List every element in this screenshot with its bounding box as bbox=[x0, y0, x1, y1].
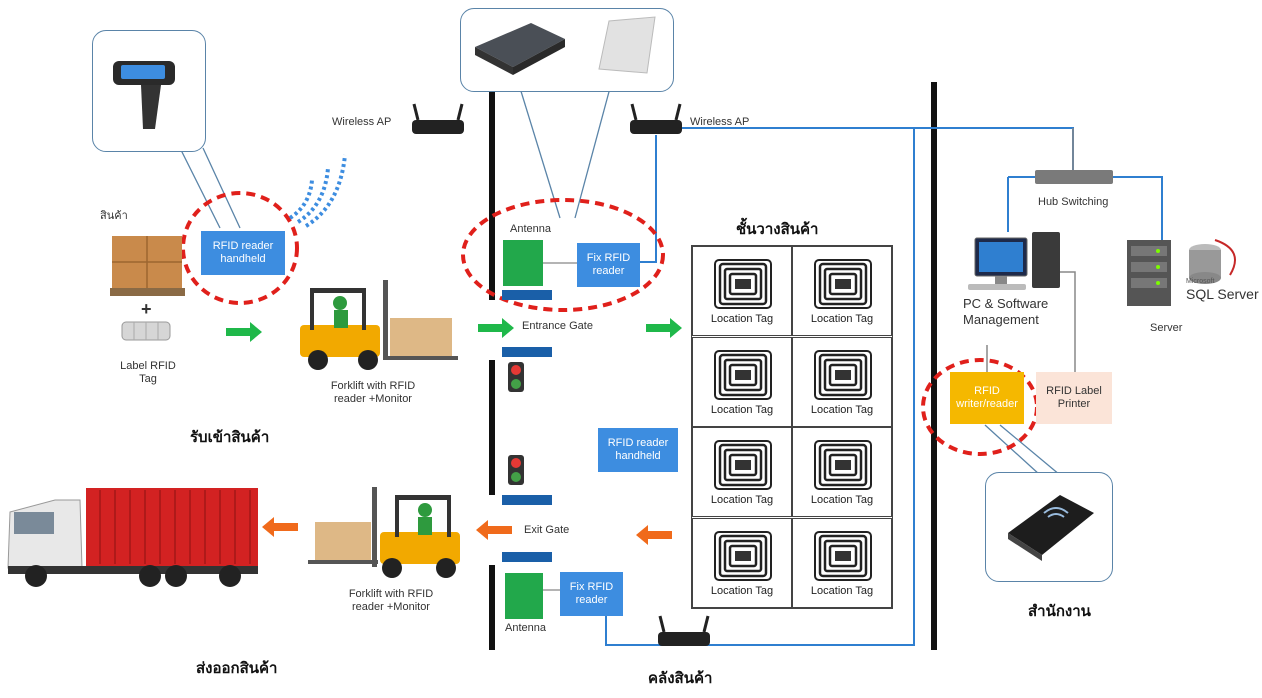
server-icon bbox=[1127, 240, 1171, 306]
rfid-tag-icon bbox=[814, 440, 872, 490]
rfid-tag-icon bbox=[714, 349, 772, 400]
wireless-ap-label-1: Wireless AP bbox=[332, 116, 392, 128]
location-tag-cell: Location Tag bbox=[792, 517, 892, 608]
wireless-ap-label-2: Wireless AP bbox=[690, 116, 750, 128]
fix-rfid-reader-bottom: Fix RFID reader bbox=[560, 572, 623, 616]
location-tag-cell: Location Tag bbox=[692, 246, 792, 336]
handheld-reader-icon bbox=[113, 61, 175, 129]
gate-bar-1 bbox=[502, 290, 552, 300]
hub-switch-icon bbox=[1035, 170, 1113, 184]
location-tag-cell: Location Tag bbox=[692, 336, 792, 427]
network-cable-loop bbox=[605, 127, 915, 646]
location-tag-label: Location Tag bbox=[710, 313, 774, 325]
rfid-handheld-box-1: RFID reader handheld bbox=[201, 231, 285, 275]
antenna-bottom-label: Antenna bbox=[505, 622, 546, 634]
highlight-handheld bbox=[181, 191, 299, 305]
label-rfid-tag: Label RFID Tag bbox=[120, 360, 176, 385]
gate-bar-2 bbox=[502, 347, 552, 357]
arrow-right-icon bbox=[226, 318, 682, 342]
truck-icon bbox=[7, 488, 258, 587]
server-label: Server bbox=[1150, 322, 1183, 334]
location-tag-label: Location Tag bbox=[710, 403, 774, 416]
office-title: สำนักงาน bbox=[1028, 602, 1091, 620]
forklift-out-icon bbox=[308, 487, 460, 578]
product-label: สินค้า bbox=[100, 209, 128, 222]
antenna-top bbox=[503, 240, 543, 286]
wireless-waves-icon bbox=[288, 154, 347, 228]
callout-tail-handheld bbox=[202, 147, 241, 229]
callout-antenna bbox=[460, 8, 674, 92]
rfid-tag-icon bbox=[814, 259, 872, 309]
network-cable-ap-hub bbox=[665, 127, 1074, 170]
plus-sign: + bbox=[141, 299, 152, 319]
exit-gate-label: Exit Gate bbox=[524, 524, 570, 536]
forklift-in-label: Forklift with RFID reader +Monitor bbox=[330, 380, 416, 405]
rfid-label-printer-box: RFID Label Printer bbox=[1036, 372, 1112, 424]
receiving-title: รับเข้าสินค้า bbox=[190, 428, 270, 446]
rfid-tag-icon bbox=[814, 349, 872, 400]
forklift-in-icon bbox=[300, 280, 458, 370]
callout-handheld bbox=[92, 30, 206, 152]
location-tag-label: Location Tag bbox=[710, 584, 774, 597]
location-tag-label: Location Tag bbox=[810, 313, 874, 325]
callout-tail-writer bbox=[984, 424, 1041, 476]
rfid-tag-icon bbox=[714, 259, 772, 309]
desktop-writer-icon bbox=[1008, 495, 1094, 561]
forklift-out-label: Forklift with RFID reader +Monitor bbox=[348, 588, 434, 613]
location-tag-label: Location Tag bbox=[810, 584, 874, 597]
rfid-tag-icon bbox=[714, 530, 772, 581]
location-tag-cell: Location Tag bbox=[692, 427, 792, 517]
label-tag-roll-icon bbox=[121, 321, 171, 341]
antenna-bottom bbox=[505, 573, 543, 619]
location-tag-cell: Location Tag bbox=[792, 427, 892, 517]
location-tag-label: Location Tag bbox=[810, 494, 874, 506]
callout-writer bbox=[985, 472, 1113, 582]
microsoft-label: Microsoft bbox=[1186, 278, 1215, 285]
rfid-writer-box: RFID writer/reader bbox=[950, 372, 1024, 424]
shipping-title: ส่งออกสินค้า bbox=[196, 659, 278, 677]
router-icon bbox=[412, 103, 710, 646]
location-tag-cell: Location Tag bbox=[692, 517, 792, 608]
hub-switching-label: Hub Switching bbox=[1038, 196, 1109, 208]
antenna-top-label: Antenna bbox=[510, 223, 551, 235]
gate-bar-3 bbox=[502, 495, 552, 505]
pc-software-label: PC & Software Management bbox=[963, 296, 1049, 327]
location-tag-cell: Location Tag bbox=[792, 246, 892, 336]
warehouse-title: คลังสินค้า bbox=[648, 669, 713, 687]
location-tag-label: Location Tag bbox=[710, 494, 774, 506]
fix-rfid-reader-top: Fix RFID reader bbox=[577, 243, 640, 287]
entrance-gate-label: Entrance Gate bbox=[522, 320, 593, 332]
rfid-handheld-box-2: RFID reader handheld bbox=[598, 428, 678, 472]
cable-ap-fixreader bbox=[640, 135, 657, 263]
goods-pallet-icon bbox=[110, 236, 185, 296]
location-tag-label: Location Tag bbox=[810, 403, 874, 416]
cable-hub-server bbox=[1112, 176, 1163, 240]
highlight-fix-reader bbox=[461, 198, 665, 312]
fixed-reader-antenna-icon bbox=[475, 16, 656, 75]
arrow-left-icon bbox=[262, 517, 672, 545]
database-icon bbox=[1189, 239, 1236, 284]
callout-tail-antenna bbox=[519, 87, 561, 219]
rfid-tag-icon bbox=[714, 440, 772, 490]
shelf-title: ชั้นวางสินค้า bbox=[736, 220, 819, 238]
sql-server-label: SQL Server bbox=[1186, 286, 1259, 302]
traffic-light-icon bbox=[508, 362, 524, 485]
computer-icon bbox=[968, 232, 1060, 290]
location-tag-cell: Location Tag bbox=[792, 336, 892, 427]
gate-bar-4 bbox=[502, 552, 552, 562]
rfid-tag-icon bbox=[814, 530, 872, 581]
